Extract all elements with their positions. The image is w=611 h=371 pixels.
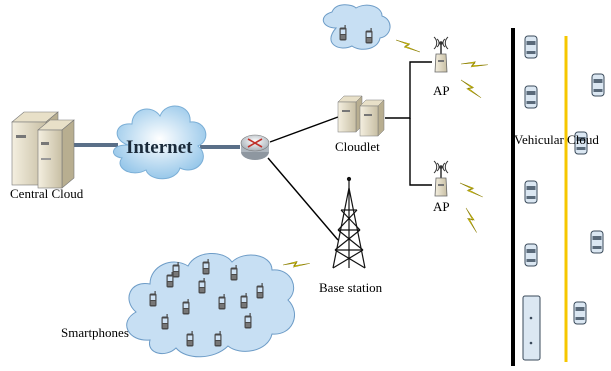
vehicles [522,35,605,361]
antenna-icon [433,36,449,73]
server-pair-icon [337,95,385,137]
cell-tower-icon [332,176,366,269]
car-top-view-icon [524,85,538,109]
smartphones-label: Smartphones [61,325,129,340]
wireless-bolt-icon [395,39,421,53]
car-top-view-icon [524,243,538,267]
base-station-label: Base station [319,280,383,295]
antenna-icon [433,160,449,197]
internet-cloud [113,105,207,180]
wireless-bolt-icon [457,79,485,99]
car-top-view-icon [590,230,604,254]
ap-bottom-label: AP [433,199,450,214]
smartphone-cloud [126,253,296,358]
car-top-view-icon [591,73,605,97]
link-cloudlet-ap-bottom [409,118,432,186]
central-cloud-label: Central Cloud [10,186,84,201]
wireless-bolt-icon [458,207,485,233]
internet-label: Internet [126,137,193,158]
wireless-bolt-icon [460,53,489,76]
wireless-links [282,39,489,276]
car-top-view-icon [524,180,538,204]
server-stack-icon [11,111,75,189]
vehicular-cloud-label: Vehicular Cloud [514,132,599,147]
wireless-bolt-icon [282,252,311,276]
link-cloudlet-ap-top [385,61,432,119]
cloudlet-label: Cloudlet [335,139,380,154]
wireless-bolt-icon [458,182,485,198]
network-links [74,61,432,241]
ap-top-label: AP [433,83,450,98]
car-top-view-icon [573,301,587,325]
car-top-view-icon [524,35,538,59]
link-router-cloudlet [269,116,339,143]
router-icon [240,134,270,160]
small-phone-cloud [322,4,391,50]
link-router-basestation [267,157,339,241]
bus-top-view-icon [522,295,541,361]
